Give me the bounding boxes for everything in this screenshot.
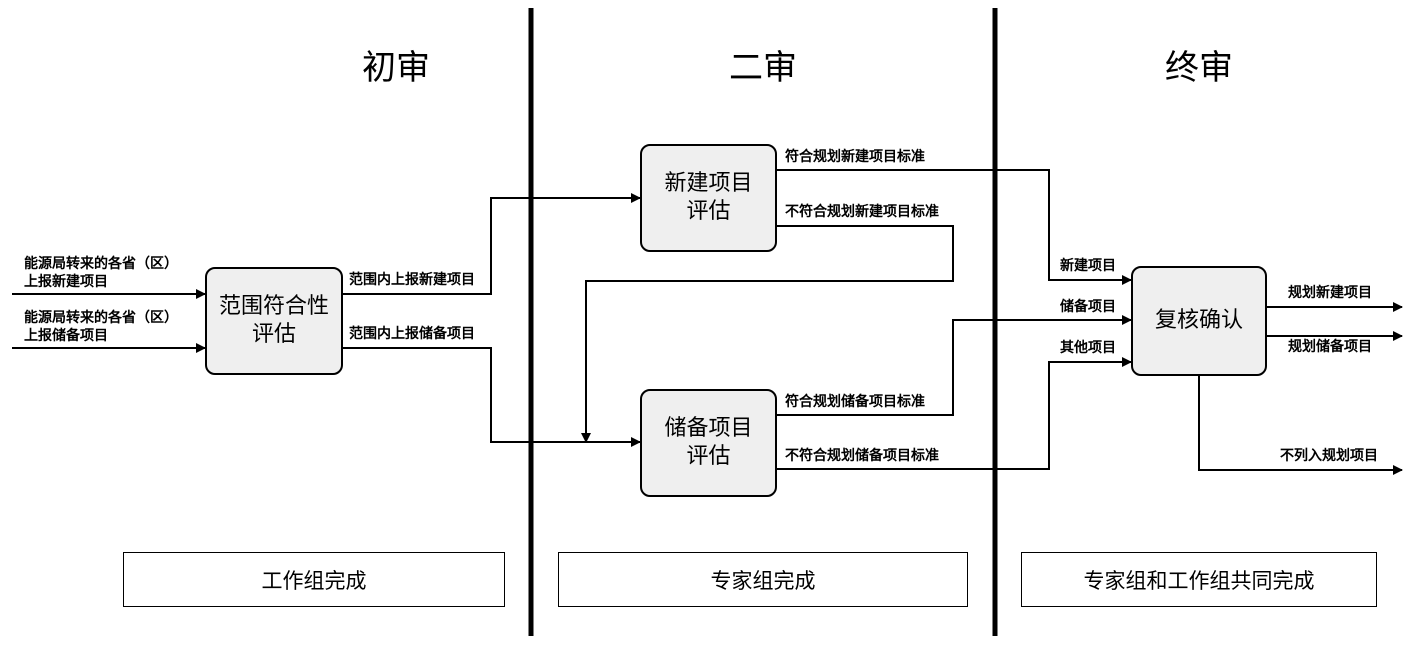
edge-new-ok — [777, 169, 1132, 285]
new-project-eval-box: 新建项目评估 — [640, 144, 777, 252]
scope-eval-box: 范围符合性评估 — [205, 267, 343, 375]
edge-new-not-ok — [581, 225, 954, 443]
label-reserve-not-ok: 不符合规划储备项目标准 — [785, 448, 939, 464]
stage-title-second: 二审 — [729, 48, 797, 88]
label-scope-new: 范围内上报新建项目 — [349, 272, 475, 288]
edge-reserve-ok — [777, 315, 1132, 416]
edge-reserve-not-ok — [777, 357, 1132, 470]
label-in-other: 其他项目 — [1060, 340, 1116, 356]
review-confirm-box: 复核确认 — [1131, 266, 1267, 376]
footer-working-group: 工作组完成 — [123, 552, 505, 607]
edge-scope-new — [343, 193, 641, 295]
input-label-new: 能源局转来的各省（区）上报新建项目 — [24, 256, 178, 290]
footer-expert-group: 专家组完成 — [558, 552, 968, 607]
edge-scope-reserve — [343, 347, 641, 447]
label-in-reserve: 储备项目 — [1060, 299, 1116, 315]
label-out-new: 规划新建项目 — [1288, 285, 1372, 301]
label-out-excluded: 不列入规划项目 — [1280, 448, 1378, 464]
input-label-reserve: 能源局转来的各省（区）上报储备项目 — [24, 310, 178, 344]
label-new-ok: 符合规划新建项目标准 — [785, 149, 925, 165]
label-scope-reserve: 范围内上报储备项目 — [349, 326, 475, 342]
footer-joint-group: 专家组和工作组共同完成 — [1021, 552, 1377, 607]
reserve-project-eval-box: 储备项目评估 — [640, 389, 777, 497]
label-new-not-ok: 不符合规划新建项目标准 — [785, 204, 939, 220]
label-in-new: 新建项目 — [1060, 258, 1116, 274]
stage-title-final: 终审 — [1165, 48, 1233, 88]
out-arrow-excluded — [1198, 376, 1403, 475]
label-out-reserve: 规划储备项目 — [1288, 339, 1372, 355]
label-reserve-ok: 符合规划储备项目标准 — [785, 394, 925, 410]
stage-title-initial: 初审 — [362, 48, 430, 88]
